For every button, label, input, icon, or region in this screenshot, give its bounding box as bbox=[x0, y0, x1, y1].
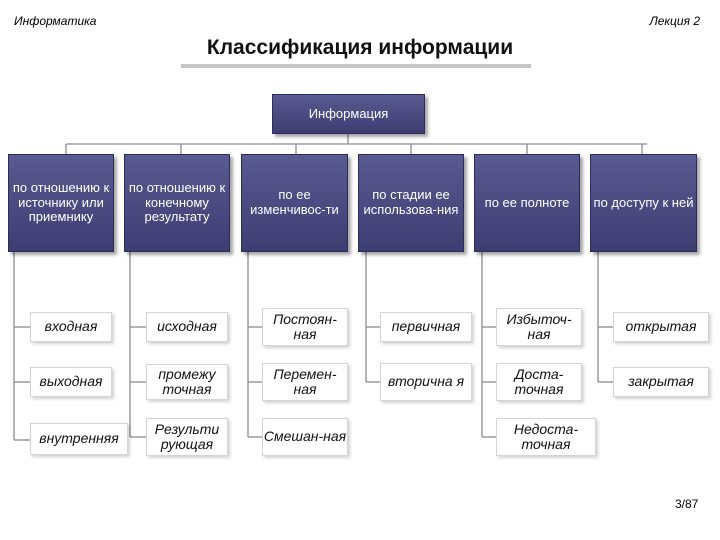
leaf-resulting: Результи рующая bbox=[146, 418, 228, 456]
leaf-sufficient: Доста-точная bbox=[496, 363, 582, 401]
leaf-primary: первичная bbox=[380, 312, 472, 342]
category-stage: по стадии ее использова-ния bbox=[358, 154, 464, 252]
header-lecture: Лекция 2 bbox=[649, 14, 700, 28]
category-access: по доступу к ней bbox=[590, 154, 697, 252]
page-title: Классификация информации bbox=[206, 36, 514, 59]
title-underline bbox=[181, 64, 531, 68]
leaf-open: открытая bbox=[613, 312, 709, 342]
category-source: по отношению к источнику или приемнику bbox=[8, 154, 114, 252]
root-node: Информация bbox=[272, 94, 425, 134]
leaf-closed: закрытая bbox=[613, 367, 709, 397]
header-subject: Информатика bbox=[14, 14, 97, 28]
leaf-output: выходная bbox=[30, 367, 112, 397]
leaf-input: входная bbox=[30, 312, 112, 342]
leaf-variable: Перемен-ная bbox=[262, 363, 348, 401]
category-result: по отношению к конечному результату bbox=[124, 154, 230, 252]
category-completeness: по ее полноте bbox=[474, 154, 580, 252]
leaf-internal: внутренняя bbox=[30, 423, 128, 455]
leaf-insufficient: Недоста-точная bbox=[496, 418, 596, 456]
leaf-secondary: вторична я bbox=[380, 363, 472, 401]
leaf-intermediate: промежу точная bbox=[146, 364, 228, 400]
leaf-initial: исходная bbox=[146, 312, 228, 342]
category-variability: по ее изменчивос-ти bbox=[241, 154, 348, 252]
leaf-redundant: Избыточ-ная bbox=[496, 308, 582, 346]
page-number: 3/87 bbox=[675, 497, 699, 511]
leaf-constant: Постоян-ная bbox=[262, 308, 348, 346]
leaf-mixed: Смешан-ная bbox=[262, 418, 348, 456]
